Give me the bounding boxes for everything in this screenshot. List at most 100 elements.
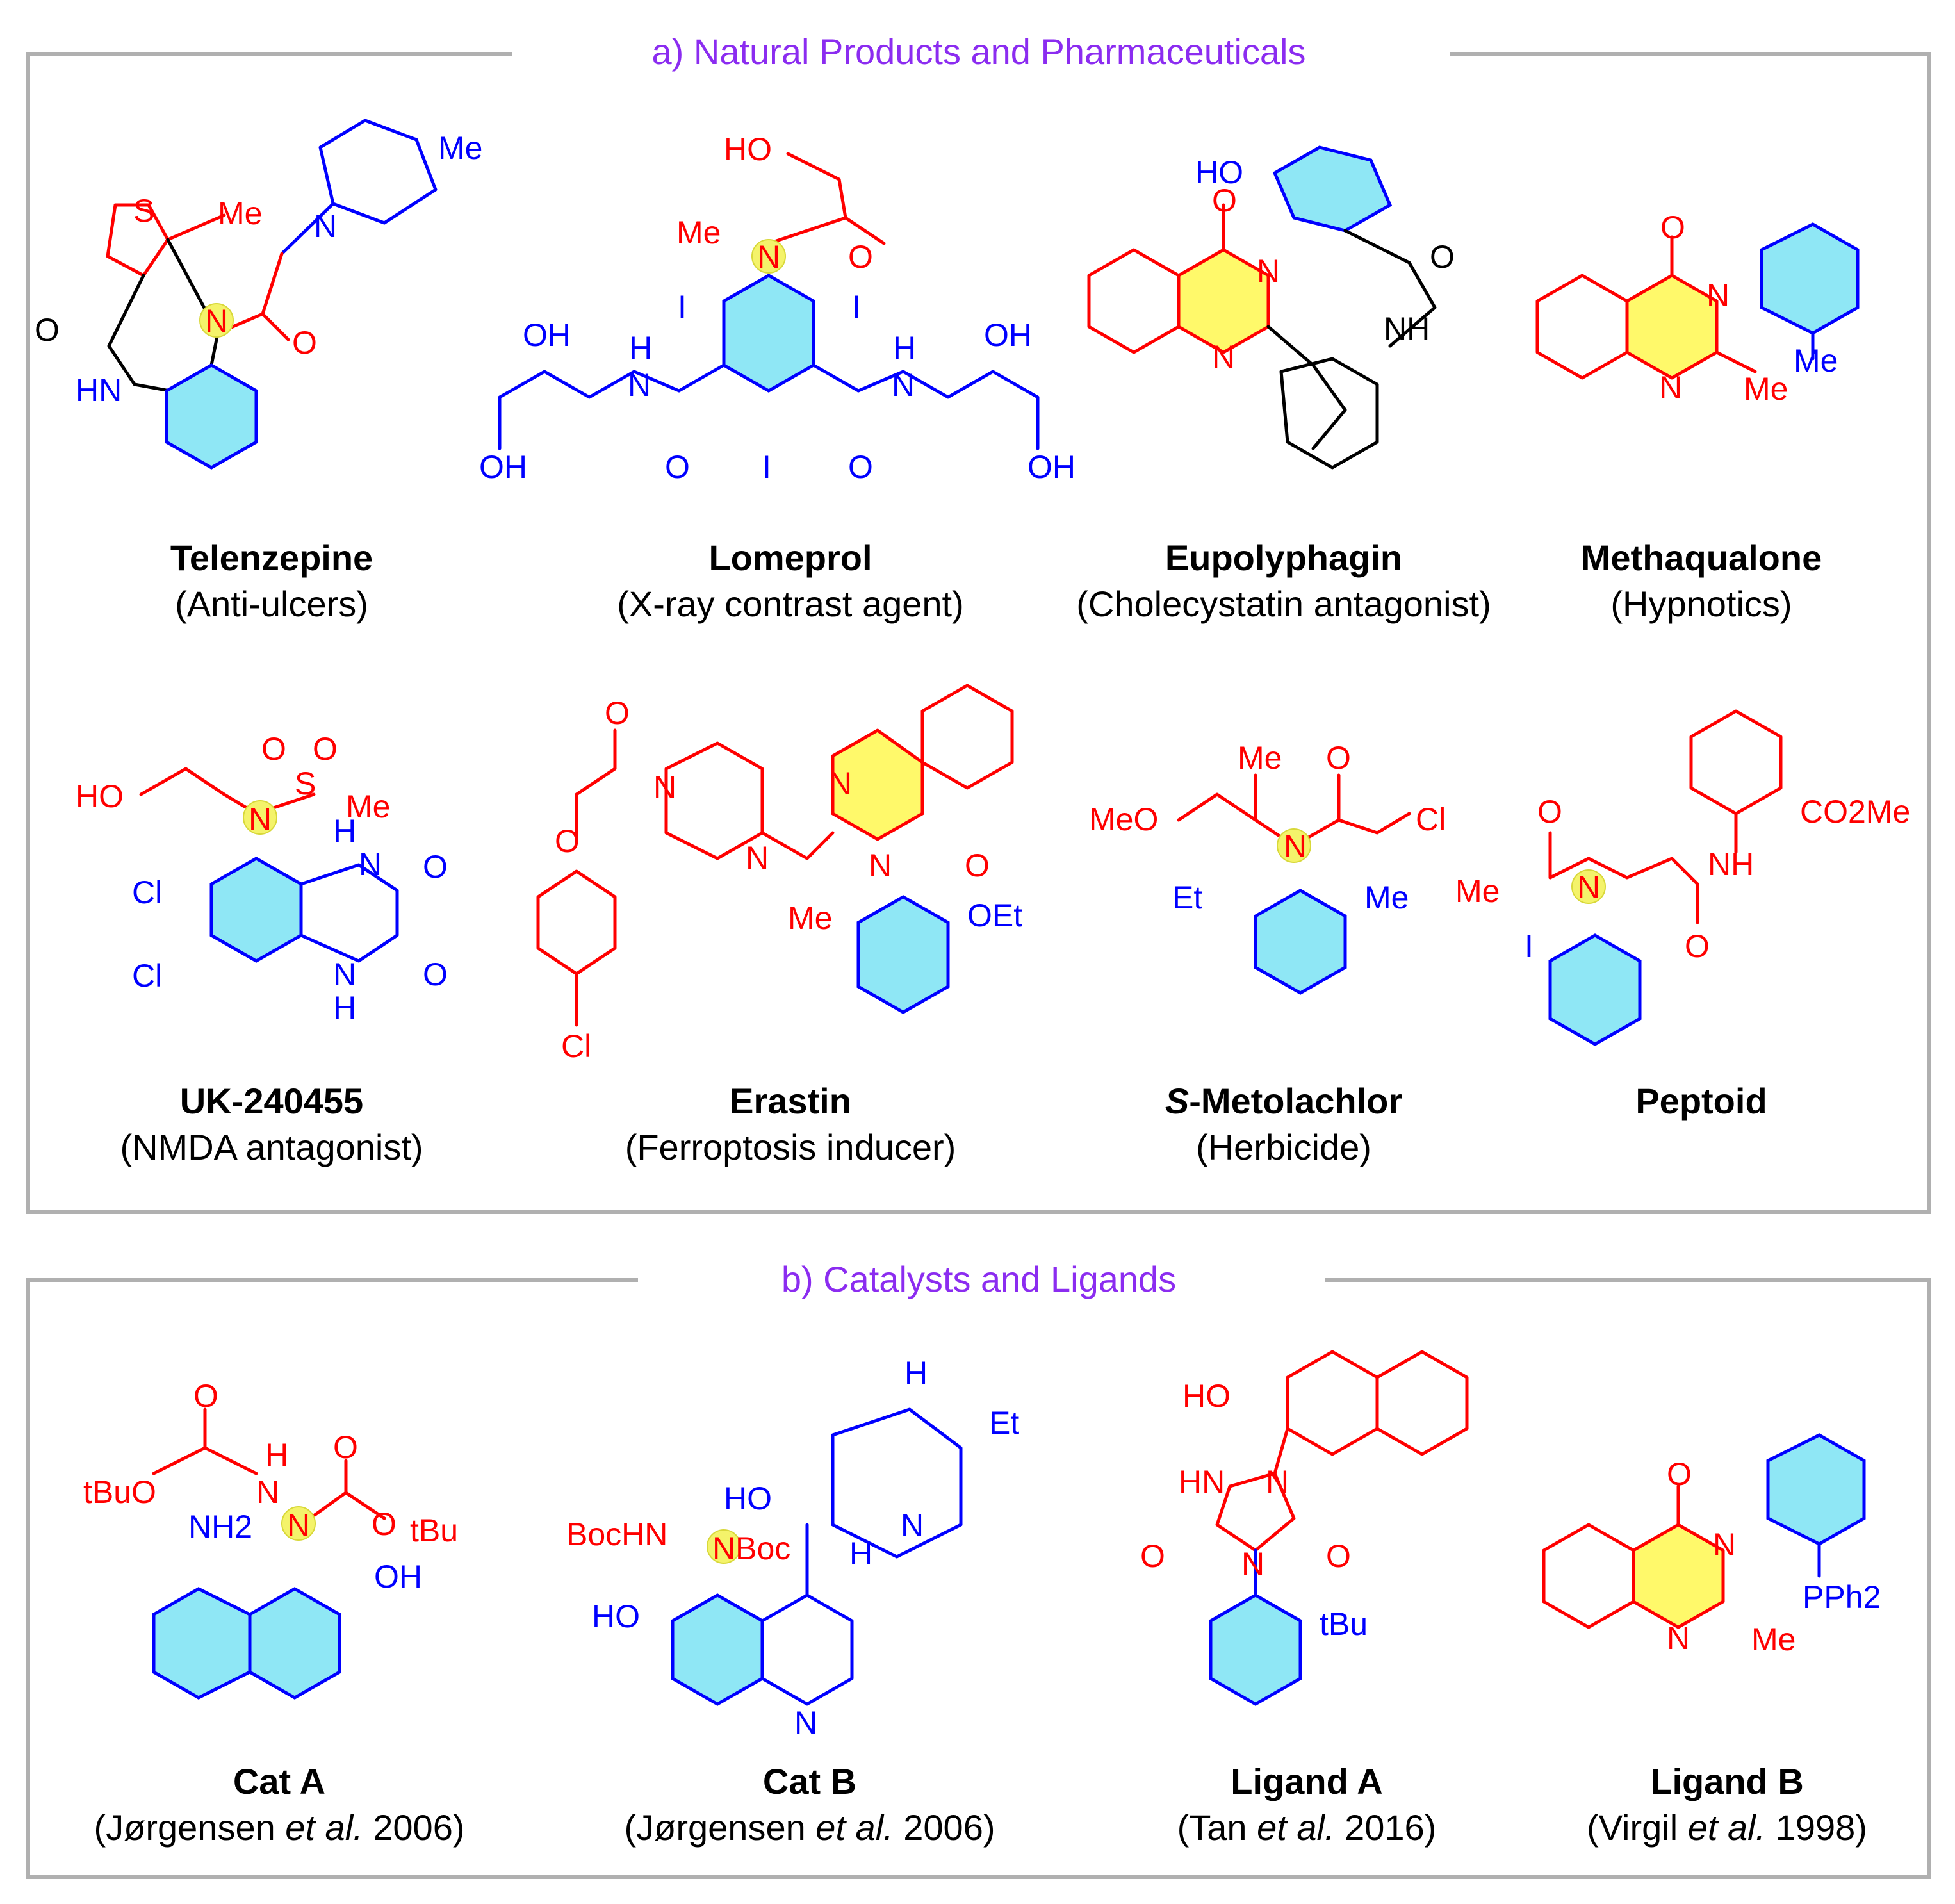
uk240455-atom: N (333, 956, 356, 992)
eupolyphagin-atom: O (1430, 239, 1455, 275)
uk240455-atom: O (261, 731, 286, 767)
metolachlor-atom: Me (1364, 880, 1409, 915)
ligand-a-desc-pre: (Tan (1177, 1807, 1257, 1848)
peptoid-atom: NH (1708, 846, 1754, 882)
eupolyphagin-atom: NH (1384, 311, 1430, 347)
uk240455-atom: Me (346, 789, 390, 825)
uk240455-atom: H (333, 813, 356, 849)
telenzepine-atom: O (35, 312, 60, 348)
erastin-atom: Cl (561, 1028, 591, 1064)
lomeprol-atom: O (848, 449, 873, 485)
cat-b-desc-italic: et al. (815, 1807, 893, 1848)
telenzepine-atom: Me (218, 195, 262, 231)
methaqualone-atom: Me (1744, 371, 1788, 407)
ligand-a-atom: N (1241, 1546, 1264, 1582)
uk240455-name: UK-240455 (180, 1081, 363, 1121)
methaqualone-desc: (Hypnotics) (1610, 584, 1792, 624)
cat-a-atom: tBuO (83, 1474, 156, 1510)
structure-cat-a: O O H tBuO N O tBu NH2 N OH Cat A (Jørge… (83, 1378, 465, 1848)
panel-a-title: a) Natural Products and Pharmaceuticals (652, 31, 1306, 72)
ligand-a-atom: tBu (1320, 1606, 1368, 1642)
eupolyphagin-atom: O (1212, 183, 1237, 218)
ligand-a-desc-post: 2016) (1335, 1807, 1437, 1848)
lomeprol-atom: OH (479, 449, 527, 485)
eupolyphagin-atom: N (1257, 253, 1280, 289)
telenzepine-atom: O (292, 325, 317, 361)
cat-b-desc-pre: (Jørgensen (625, 1807, 816, 1848)
telenzepine-atom: N (314, 208, 337, 244)
structure-erastin: O N N N O N O Me OEt Cl Erastin (Ferropt… (536, 684, 1022, 1167)
panel-b-title: b) Catalysts and Ligands (781, 1259, 1176, 1299)
lomeprol-atom: H (893, 330, 916, 366)
uk240455-atom: HO (76, 778, 124, 814)
metolachlor-name-prefix: S (1165, 1081, 1189, 1121)
cat-b-atom: HO (592, 1598, 640, 1634)
uk240455-atom: Cl (132, 874, 162, 910)
telenzepine-atom: S (133, 193, 154, 229)
methaqualone-atom: N (1659, 370, 1682, 406)
ligand-a-desc: (Tan et al. 2016) (1177, 1807, 1437, 1848)
metolachlor-atom: Me (1238, 740, 1282, 776)
cat-a-desc-pre: (Jørgensen (94, 1807, 286, 1848)
peptoid-atom: I (1525, 928, 1534, 964)
erastin-desc: (Ferroptosis inducer) (625, 1127, 956, 1167)
structure-lomeprol: HO Me N O I I I OH H N OH O H N OH O OH … (479, 131, 1076, 624)
uk240455-atom: O (423, 956, 448, 992)
panel-b-frame (26, 1278, 1931, 1879)
cat-b-atom: NBoc (712, 1531, 790, 1566)
telenzepine-atom: Me (438, 130, 482, 166)
cat-b-atom: BocHN (566, 1516, 667, 1552)
erastin-atom: N (653, 769, 676, 805)
methaqualone-atom: Me (1794, 343, 1838, 379)
erastin-atom: O (605, 695, 630, 731)
peptoid-atom: N (1577, 869, 1600, 905)
structure-uk240455: O O S Me HO N H N Cl O Cl O N H UK-24045… (76, 731, 448, 1167)
structure-telenzepine: S Me Me N N O O HN Telenzepine (Anti-ulc… (35, 119, 482, 624)
cat-b-desc: (Jørgensen et al. 2006) (625, 1807, 995, 1848)
ligand-b-atom: O (1667, 1456, 1692, 1492)
peptoid-atom: CO2Me (1800, 794, 1910, 830)
lomeprol-atom: HO (724, 131, 772, 167)
ligand-a-atom: HN (1179, 1464, 1225, 1500)
lomeprol-atom: N (757, 239, 780, 275)
eupolyphagin-name: Eupolyphagin (1165, 538, 1402, 578)
cat-a-atom: OH (374, 1559, 422, 1595)
cat-a-atom: N (287, 1507, 310, 1543)
lomeprol-atom: I (678, 289, 687, 325)
ligand-a-atom: O (1326, 1538, 1351, 1574)
cat-a-atom: O (372, 1506, 397, 1542)
structure-peptoid: CO2Me O NH Me N O I Peptoid (1455, 709, 1910, 1121)
metolachlor-atom: N (1284, 828, 1307, 864)
erastin-atom: N (869, 848, 892, 883)
uk240455-atom: H (333, 990, 356, 1026)
metolachlor-name: S-Metolachlor (1165, 1081, 1402, 1121)
metolachlor-atom: Cl (1416, 801, 1446, 837)
cat-a-atom: tBu (410, 1513, 458, 1548)
erastin-atom: O (965, 848, 990, 883)
structure-eupolyphagin: HO O N N O NH Eupolyphagin (Cholecystati… (1076, 145, 1491, 624)
lomeprol-atom: OH (523, 317, 571, 353)
ligand-a-atom: N (1266, 1464, 1289, 1500)
telenzepine-name: Telenzepine (170, 538, 373, 578)
peptoid-atom: O (1537, 794, 1562, 830)
metolachlor-name-rest: -Metolachlor (1189, 1081, 1402, 1121)
ligand-b-atom: N (1667, 1620, 1690, 1656)
methaqualone-atom: O (1660, 209, 1685, 245)
structure-cat-b: H Et HO BocHN NBoc H N HO N Cat B (Jørge… (566, 1355, 1019, 1848)
uk240455-atom: N (359, 846, 382, 882)
ligand-b-atom: N (1713, 1527, 1736, 1563)
ligand-b-desc-italic: et al. (1688, 1807, 1765, 1848)
lomeprol-atom: OH (984, 317, 1032, 353)
erastin-atom: N (746, 840, 769, 876)
ligand-a-atom: HO (1182, 1378, 1231, 1414)
structure-ligand-b: O N N Me PPh2 Ligand B (Virgil et al. 19… (1542, 1433, 1881, 1848)
structure-ligand-a: HO HN N O N O tBu Ligand A (Tan et al. 2… (1140, 1350, 1469, 1848)
cat-a-atom: NH2 (188, 1509, 252, 1545)
telenzepine-desc: (Anti-ulcers) (175, 584, 368, 624)
ligand-a-desc-italic: et al. (1257, 1807, 1334, 1848)
uk240455-atom: S (295, 766, 316, 801)
cat-a-name: Cat A (233, 1761, 325, 1801)
erastin-atom: N (829, 766, 852, 801)
erastin-atom: OEt (967, 898, 1022, 933)
lomeprol-atom: N (892, 367, 915, 403)
